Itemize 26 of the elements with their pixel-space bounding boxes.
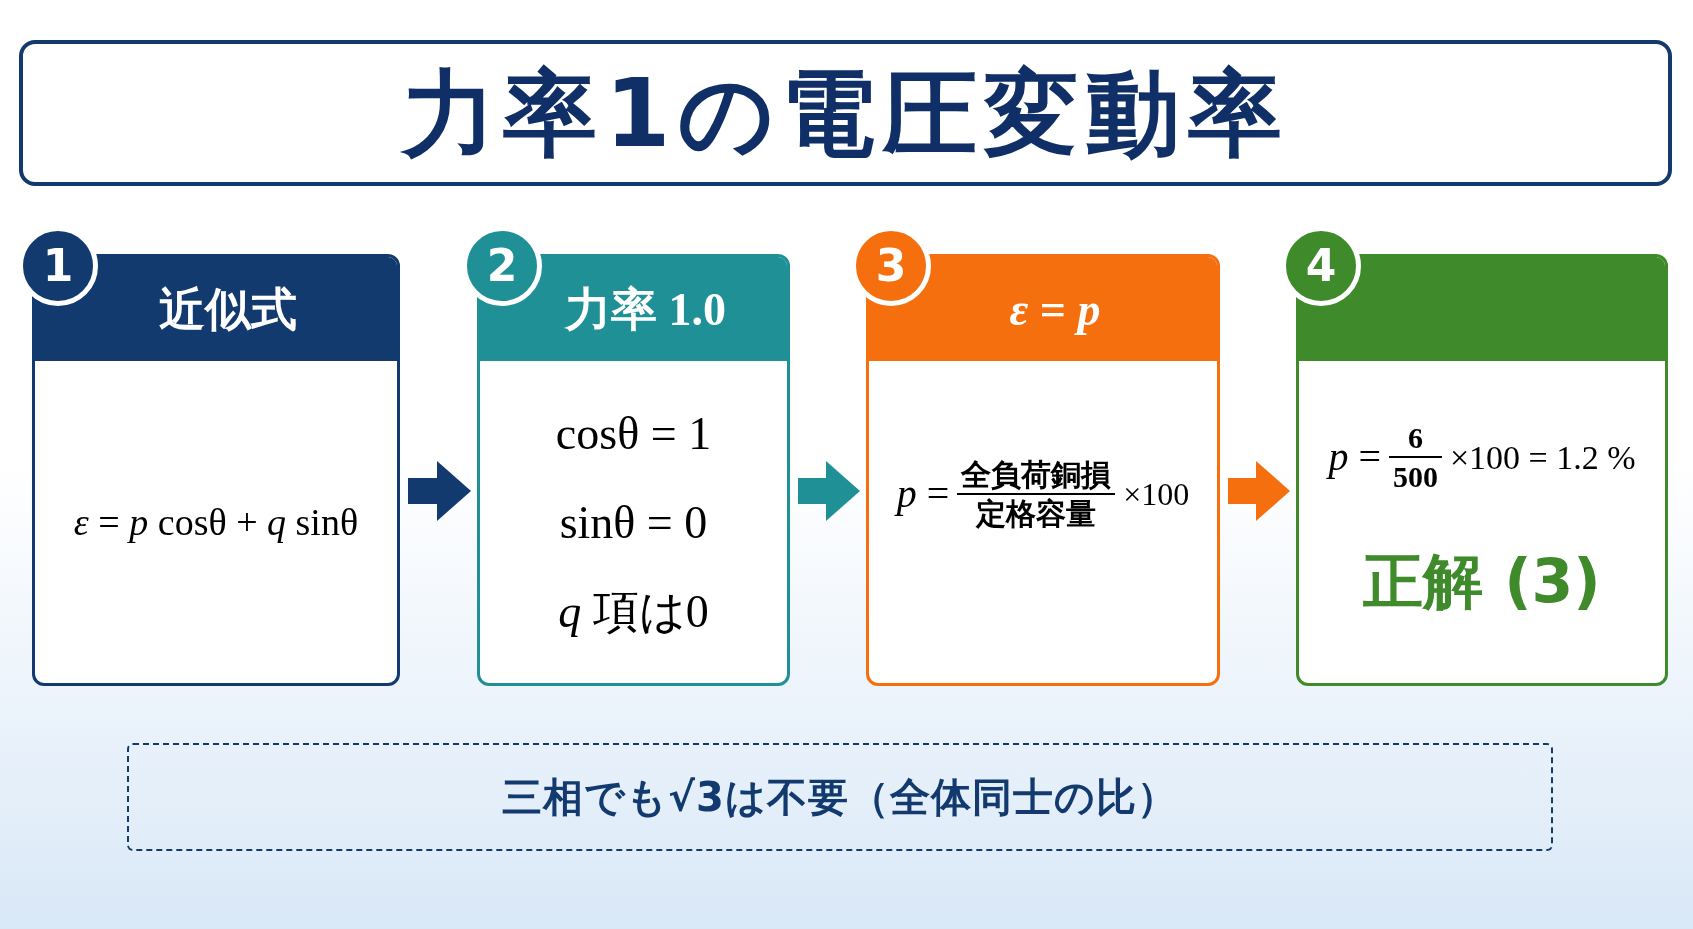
card-heading: ε = p: [1008, 282, 1101, 337]
formula: ×100 = 1.2 %: [1449, 437, 1636, 478]
step-number: 4: [1305, 239, 1337, 293]
denominator: 500: [1391, 459, 1439, 495]
formula: cosθ = 1: [555, 406, 712, 461]
arrow: [798, 461, 860, 521]
formula: p =: [1328, 433, 1381, 481]
note-box: [127, 743, 1553, 851]
formula: ×100: [1123, 475, 1190, 514]
numerator: 全負荷銅損: [960, 456, 1113, 493]
step-number: 3: [875, 239, 907, 293]
step-number: 1: [42, 239, 74, 293]
answer-text: 正解 (3): [1363, 544, 1601, 618]
arrow: [1228, 461, 1290, 521]
note-text: 三相でも√3は不要（全体同士の比）: [502, 773, 1178, 822]
formula: q 項は0: [558, 584, 709, 639]
arrow: [408, 461, 471, 521]
formula: ε = p cosθ + q sinθ: [73, 499, 359, 545]
title: 力率1の電圧変動率: [401, 57, 1290, 170]
formula: sinθ = 0: [559, 495, 708, 550]
numerator: 6: [1406, 419, 1424, 456]
step-number: 2: [486, 239, 518, 293]
card-heading: 力率 1.0: [563, 282, 726, 337]
formula: p =: [896, 470, 950, 518]
card-heading: 近似式: [158, 282, 297, 337]
denominator: 定格容量: [974, 496, 1098, 532]
